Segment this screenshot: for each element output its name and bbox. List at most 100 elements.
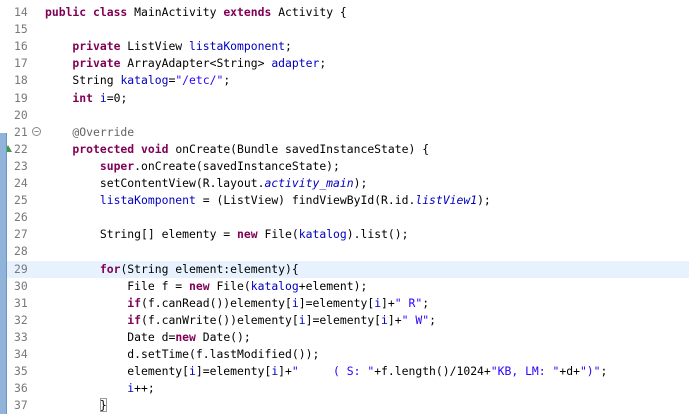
code-line[interactable]: 15	[0, 21, 689, 38]
code-token: listView1	[415, 193, 478, 208]
code-line[interactable]: 25 listaKomponent = (ListView) findViewB…	[0, 192, 689, 209]
code-token: (f.canWrite())elementy[	[141, 312, 299, 327]
line-number: 17	[14, 56, 28, 71]
code-text: Date d=new Date();	[45, 329, 251, 346]
code-text: String[] elementy = new File(katalog).li…	[45, 226, 409, 243]
code-text: String katalog="/etc/";	[45, 72, 230, 89]
code-line[interactable]: 20	[0, 107, 689, 124]
line-number: 30	[14, 278, 28, 293]
code-line[interactable]: 18 String katalog="/etc/";	[0, 72, 689, 89]
code-line[interactable]: 34 d.setTime(f.lastModified());	[0, 346, 689, 363]
code-text: }	[45, 397, 107, 414]
code-token: ListView	[127, 39, 190, 54]
code-token: String	[45, 73, 121, 88]
override-marker-icon[interactable]	[4, 144, 12, 152]
code-token: "KB, LM: "	[490, 364, 560, 379]
line-number: 24	[14, 176, 28, 190]
code-token	[45, 398, 100, 412]
code-text: protected void onCreate(Bundle savedInst…	[45, 141, 429, 158]
code-text: d.setTime(f.lastModified());	[45, 346, 319, 363]
code-line[interactable]: 17 private ArrayAdapter<String> adapter;	[0, 55, 689, 72]
code-token: ++;	[134, 381, 155, 396]
code-token: " R"	[394, 295, 423, 310]
code-line[interactable]: 19 int i=0;	[0, 90, 689, 107]
line-number: 34	[14, 347, 28, 361]
code-token: i	[99, 90, 107, 105]
code-token: MainActivity	[134, 5, 224, 19]
code-line[interactable]: 24 setContentView(R.layout.activity_main…	[0, 175, 689, 192]
code-token: super	[45, 158, 135, 173]
code-token: );	[353, 176, 368, 190]
code-text: int i=0;	[45, 90, 127, 107]
line-number: 20	[14, 107, 28, 122]
code-token: private	[45, 39, 128, 54]
code-token: onCreate(Bundle savedInstanceState) {	[175, 141, 430, 156]
code-token: new	[237, 227, 265, 242]
code-line[interactable]: 27 String[] elementy = new File(katalog)…	[0, 226, 689, 243]
code-token: public class	[45, 5, 135, 19]
code-line[interactable]: 23 super.onCreate(savedInstanceState);	[0, 158, 689, 175]
line-number: 26	[14, 210, 28, 225]
code-line[interactable]: 32 if(f.canWrite())elementy[i]=elementy[…	[0, 312, 689, 329]
code-token: ;	[319, 56, 327, 71]
code-token: @Override	[45, 124, 135, 139]
code-token: ).list();	[346, 227, 409, 242]
line-number: 23	[14, 158, 28, 173]
line-number: 19	[14, 90, 28, 105]
code-token: ArrayAdapter<String>	[127, 56, 272, 71]
code-token: elementy[	[45, 364, 190, 379]
code-token: katalog	[298, 227, 347, 242]
code-token: (f.canRead())elementy[	[141, 295, 292, 310]
code-token: " ( S: "	[291, 364, 375, 379]
code-token: new	[175, 329, 203, 344]
line-number: 32	[14, 312, 28, 327]
code-line[interactable]: 22 protected void onCreate(Bundle savedI…	[0, 141, 689, 158]
code-line[interactable]: 37 }	[0, 397, 689, 414]
code-token	[45, 193, 100, 207]
code-line[interactable]: 26	[0, 209, 689, 226]
code-token: ]=elementy[	[305, 312, 382, 327]
fold-collapse-icon[interactable]: −	[32, 126, 41, 136]
code-token: =0;	[106, 90, 128, 105]
code-token: =	[168, 73, 176, 88]
code-token: new	[189, 278, 217, 293]
code-token: +f.length()/1024+	[374, 364, 491, 379]
code-line[interactable]: 30 File f = new File(katalog+element);	[0, 278, 689, 295]
line-number: 15	[14, 22, 28, 37]
code-line[interactable]: 36 i++;	[0, 380, 689, 397]
code-text: for(String element:elementy){	[45, 261, 299, 278]
code-line[interactable]: 29 for(String element:elementy){	[0, 260, 689, 278]
code-text: setContentView(R.layout.activity_main);	[45, 175, 367, 192]
code-token: private	[45, 56, 128, 71]
code-line[interactable]: 35 elementy[i]=elementy[i]+" ( S: "+f.le…	[0, 363, 689, 380]
code-token: i	[271, 364, 279, 379]
code-token: }	[99, 398, 107, 413]
code-token: ]+	[381, 295, 395, 310]
code-token: Date d=	[45, 329, 176, 344]
code-line[interactable]: 16 private ListView listaKomponent;	[0, 38, 689, 55]
code-token: i	[374, 295, 382, 310]
code-token: listaKomponent	[189, 39, 286, 54]
code-line[interactable]: 21− @Override	[0, 124, 689, 141]
code-token: String[] elementy =	[45, 227, 238, 242]
code-token: i	[298, 312, 306, 327]
code-line[interactable]: 28	[0, 243, 689, 260]
code-token: ;	[223, 73, 231, 88]
code-line[interactable]: 33 Date d=new Date();	[0, 329, 689, 346]
change-indicator-bar[interactable]	[0, 133, 7, 415]
code-line[interactable]: 31 if(f.canRead())elementy[i]=elementy[i…	[0, 295, 689, 312]
editor-gutter[interactable]	[0, 0, 44, 419]
code-token: .onCreate(savedInstanceState);	[134, 158, 340, 173]
code-token: adapter	[271, 56, 320, 71]
code-token: int	[45, 90, 100, 105]
code-token: +d+	[559, 364, 580, 379]
code-token: );	[477, 193, 491, 208]
line-number: 16	[14, 39, 28, 54]
code-text: private ArrayAdapter<String> adapter;	[45, 55, 326, 72]
code-token: File f =	[45, 278, 190, 293]
code-token: Date();	[202, 329, 251, 344]
code-token: "/etc/"	[175, 73, 224, 88]
code-token: ;	[600, 364, 608, 379]
line-number: 22	[14, 141, 28, 156]
